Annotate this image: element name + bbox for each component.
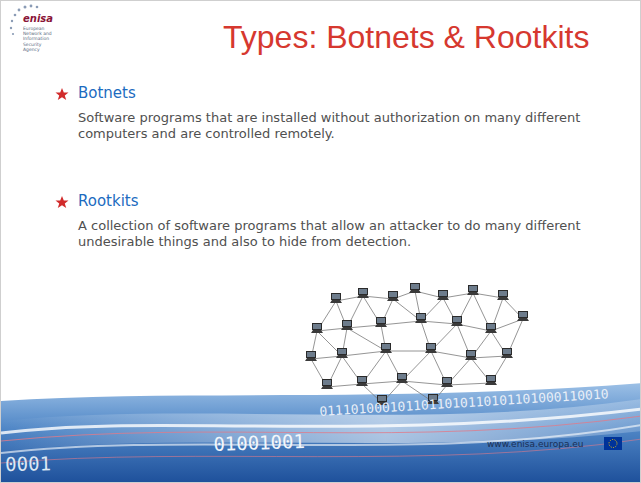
binary-strip: 0001	[5, 452, 51, 475]
computer-icon	[497, 290, 509, 300]
computer-icon	[357, 288, 369, 298]
computer-icon	[425, 343, 437, 353]
computer-icon	[465, 350, 477, 360]
computer-icon	[321, 379, 333, 389]
bullet-body: A collection of software programs that a…	[78, 218, 618, 251]
computer-icon	[341, 320, 353, 330]
eu-flag	[604, 437, 622, 450]
bullet-star	[56, 196, 69, 208]
network-link	[431, 351, 471, 358]
slide-title: Types: Botnets & Rootkits	[223, 19, 589, 56]
bullet-heading: Botnets	[78, 84, 136, 102]
computer-icon	[485, 323, 497, 333]
computer-icon	[330, 293, 342, 303]
bullet-star	[56, 88, 69, 100]
network-link	[362, 381, 402, 384]
computer-icon	[409, 283, 421, 293]
computer-icon	[437, 290, 449, 300]
network-illustration	[305, 283, 529, 405]
computer-icon	[415, 313, 427, 323]
computer-icon	[396, 373, 408, 383]
computer-icon	[441, 377, 453, 387]
computer-icon	[517, 311, 529, 321]
network-link	[402, 381, 447, 385]
bullet-body: Software programs that are installed wit…	[78, 110, 618, 143]
computer-icon	[311, 323, 323, 333]
footer-wave	[1, 425, 641, 453]
computer-icon	[501, 348, 513, 358]
computer-icon	[356, 376, 368, 386]
computer-icon	[387, 291, 399, 301]
network-link	[342, 351, 386, 356]
bullet-heading: Rootkits	[78, 192, 139, 210]
footer-url: www.enisa.europa.eu	[487, 439, 584, 449]
footer-band	[1, 383, 641, 483]
binary-strip: 01001001	[213, 430, 305, 455]
footer-wave	[1, 416, 641, 441]
network-link	[386, 351, 431, 352]
logo-subtitle: European Network and Information Securit…	[23, 26, 57, 52]
computer-icon	[305, 351, 317, 361]
network-link	[347, 328, 386, 351]
computer-icon	[485, 375, 497, 385]
network-link	[447, 383, 491, 385]
computer-icon	[467, 285, 479, 295]
computer-icon	[375, 317, 387, 327]
logo-text: enisa	[23, 13, 53, 24]
computer-icon	[451, 316, 463, 326]
computer-icon	[380, 343, 392, 353]
footer-wave	[1, 439, 641, 463]
computer-icon	[336, 348, 348, 358]
